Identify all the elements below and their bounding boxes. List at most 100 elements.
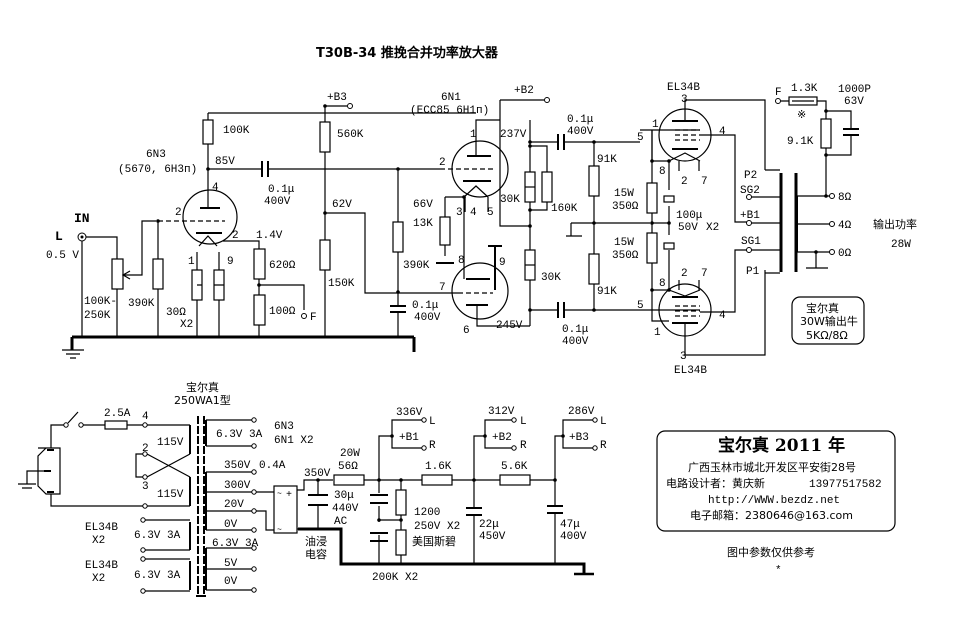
pin-label: 1 <box>188 256 195 268</box>
pin-label: 3 <box>681 94 688 106</box>
channel-label: L <box>520 416 527 428</box>
pin-label: 2 <box>175 207 182 219</box>
tap-label: +B1 <box>740 210 760 222</box>
tube-label: 6N1 <box>441 92 461 104</box>
cap-value: 47μ <box>560 519 580 531</box>
filament-resistor-qty: X2 <box>180 319 193 331</box>
tube-alt-label: (ECC85 6H1п) <box>410 105 489 117</box>
cap-label: 油浸 <box>305 534 327 548</box>
plate-resistor-value: 100K <box>223 125 250 137</box>
pin-label: 4 <box>212 182 219 194</box>
heater-use-label: EL34B <box>85 560 118 572</box>
cap-label: 电容 <box>305 547 327 561</box>
filament-resistor-value: 30Ω <box>166 307 186 319</box>
info-box: 宝尔真 2011 年 广西玉林市城北开发区平安街28号 电路设计者：黄庆新 13… <box>656 430 896 577</box>
pin-label: 7 <box>701 268 708 280</box>
input-label: IN <box>74 211 90 226</box>
heater-rating: 6.3V 3A <box>216 429 263 441</box>
rail-voltage: 286V <box>568 406 595 418</box>
pin-label: 2 <box>681 176 688 188</box>
resistor-value: 1.3K <box>791 83 818 95</box>
cap-value: 0.1μ <box>268 184 295 196</box>
pin-label: 5 <box>637 132 644 144</box>
pin-label: 2 <box>439 157 446 169</box>
tube-6n3 <box>182 189 238 245</box>
spec-line: 30W输出牛 <box>800 314 858 328</box>
resistor-value: 91K <box>597 286 617 298</box>
feedback-shunt <box>820 118 832 149</box>
pin-label: 2 <box>681 268 688 280</box>
pin-label: 8 <box>458 255 465 267</box>
note-mark: * <box>775 565 782 577</box>
brand-label: 宝尔真 <box>186 380 219 394</box>
tube-alt-label: (5670, 6H3п) <box>118 164 197 176</box>
cap-voltage: 400V <box>560 531 587 543</box>
cap-voltage: 400V <box>414 312 441 324</box>
heater-rating: 6.3V 3A <box>134 530 181 542</box>
resistor-value: 5.6K <box>501 461 528 473</box>
schematic-title: T30B-34 推挽合并功率放大器 <box>316 45 499 61</box>
resistor-value: 91K <box>597 154 617 166</box>
pot-value: 100K- <box>84 296 117 308</box>
resistor-value: 350Ω <box>612 250 639 262</box>
heater-use-label: 6N1 X2 <box>274 435 314 447</box>
plate-voltage: 245V <box>496 320 523 332</box>
resistor-wattage: 20W <box>340 448 360 460</box>
input-level: 0.5 V <box>46 250 79 262</box>
rail-label: +B2 <box>492 432 512 444</box>
rail-voltage: 336V <box>396 407 423 419</box>
model-label: 250WA1型 <box>174 393 231 407</box>
cathode-voltage: 1.4V <box>256 230 283 242</box>
channel-label: L <box>429 416 436 428</box>
feedback-label: F <box>775 87 782 99</box>
resistor-value: 390K <box>403 260 430 272</box>
cap-voltage: 440V <box>332 503 359 515</box>
output-power-label: 输出功率 <box>873 217 917 231</box>
pin-label: 7 <box>439 282 446 294</box>
pin-label: 5 <box>637 300 644 312</box>
resistor-value: 560K <box>337 129 364 141</box>
resistor-value: 13K <box>413 218 433 230</box>
rail-voltage: 312V <box>488 406 515 418</box>
info-heading: 宝尔真 2011 年 <box>718 435 845 456</box>
channel-label: L <box>600 416 607 428</box>
pin-label: 4 <box>470 207 477 219</box>
feedback-network: F 1.3K ※ 1000P 63V 9.1K 输出功率 28W <box>775 83 917 251</box>
resistor-value: 160K <box>551 203 578 215</box>
coupling-capacitor <box>261 161 269 177</box>
pin-label: 9 <box>227 256 234 268</box>
tap-label: 6.3V 3A <box>212 538 259 550</box>
cathode-resistor-value: 100Ω <box>269 306 296 318</box>
note-text: 图中参数仅供参考 <box>727 545 815 559</box>
resistor-value: 1.6K <box>425 461 452 473</box>
pin-label: 2 <box>142 443 149 455</box>
hv-current: 0.4A <box>259 460 286 472</box>
channel-label: L <box>55 229 63 244</box>
hv-label: 350V <box>224 460 251 472</box>
tap-label: P2 <box>744 170 757 182</box>
cap-value: 0.1μ <box>412 300 439 312</box>
output-stage: EL34B 3 1 5 4 8 2 7 15W 350Ω 100μ 50V X2… <box>612 82 766 377</box>
resistor-b2-b3 <box>499 474 531 486</box>
fuse-label: 2.5A <box>104 408 131 420</box>
rail-label: +B3 <box>569 432 589 444</box>
bridge-rectifier <box>273 485 298 534</box>
heater-qty: X2 <box>92 535 105 547</box>
cap-qty: X2 <box>706 222 719 234</box>
pin-label: 5 <box>487 207 494 219</box>
resistor-value: 15W <box>614 237 634 249</box>
resistor-value: 30K <box>541 272 561 284</box>
cap-value: 1200 <box>414 507 440 519</box>
pin-label: 1 <box>652 119 659 131</box>
b3-label: +B3 <box>327 92 347 104</box>
dropping-resistor <box>333 474 365 486</box>
transformer-spec-box <box>791 296 865 345</box>
channel-label: R <box>429 440 436 452</box>
pin-label: 1 <box>654 327 661 339</box>
pin-label: 9 <box>499 257 506 269</box>
cathode-resistor-value: 620Ω <box>269 260 296 272</box>
rail-label: +B1 <box>399 432 419 444</box>
volume-pot <box>111 258 124 290</box>
cap-value: 0.1μ <box>562 324 589 336</box>
